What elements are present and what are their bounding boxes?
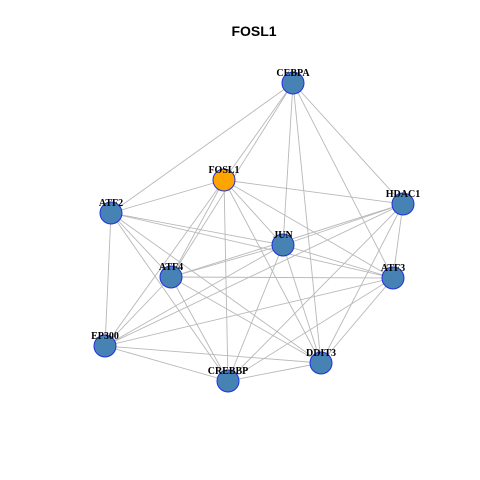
- edge-ep300-crebbp: [104, 345, 229, 382]
- edge-atf3-ddit3: [320, 277, 394, 364]
- node-label-fosl1: FOSL1: [208, 165, 239, 176]
- node-ep300[interactable]: [93, 334, 117, 358]
- edge-hdac1-ddit3: [320, 203, 404, 364]
- edge-cebpa-fosl1: [223, 82, 294, 181]
- edge-cebpa-atf3: [292, 82, 394, 279]
- node-label-hdac1: HDAC1: [386, 189, 420, 200]
- edge-hdac1-ep300: [104, 203, 404, 347]
- edge-jun-crebbp: [227, 244, 284, 382]
- edge-fosl1-hdac1: [223, 179, 404, 205]
- edge-cebpa-atf2: [110, 82, 294, 214]
- edge-atf2-jun: [110, 212, 284, 246]
- node-cebpa[interactable]: [281, 71, 305, 95]
- node-label-ep300: EP300: [91, 331, 119, 342]
- edge-atf4-ep300: [104, 276, 172, 347]
- edge-atf3-ep300: [104, 277, 394, 347]
- edge-crebbp-ddit3: [227, 362, 322, 382]
- node-ddit3[interactable]: [309, 351, 333, 375]
- edge-hdac1-jun: [282, 203, 404, 246]
- node-atf4[interactable]: [159, 265, 183, 289]
- edge-jun-ep300: [104, 244, 284, 347]
- node-hdac1[interactable]: [391, 192, 415, 216]
- node-crebbp[interactable]: [216, 369, 240, 393]
- node-atf2[interactable]: [99, 201, 123, 225]
- edge-atf2-atf3: [110, 212, 394, 279]
- edge-atf2-ddit3: [110, 212, 322, 364]
- node-jun[interactable]: [271, 233, 295, 257]
- edge-cebpa-jun: [282, 82, 294, 246]
- node-fosl1[interactable]: [212, 168, 236, 192]
- edge-layer: [104, 82, 404, 382]
- edge-atf4-crebbp: [170, 276, 229, 382]
- node-layer: [93, 71, 415, 393]
- node-label-cebpa: CEBPA: [276, 68, 310, 79]
- edge-atf3-crebbp: [227, 277, 394, 382]
- node-label-atf4: ATF4: [159, 262, 183, 273]
- edge-fosl1-jun: [223, 179, 284, 246]
- edge-ep300-ddit3: [104, 345, 322, 364]
- node-label-jun: JUN: [273, 230, 293, 241]
- edge-fosl1-crebbp: [223, 179, 229, 382]
- edge-cebpa-ddit3: [292, 82, 322, 364]
- edge-jun-atf3: [282, 244, 394, 279]
- edge-hdac1-crebbp: [227, 203, 404, 382]
- node-label-atf3: ATF3: [381, 263, 405, 274]
- edge-atf2-crebbp: [110, 212, 229, 382]
- edge-jun-ddit3: [282, 244, 322, 364]
- edge-atf4-atf3: [170, 276, 394, 279]
- edge-atf2-ep300: [104, 212, 112, 347]
- edge-fosl1-atf4: [170, 179, 225, 278]
- node-label-ddit3: DDIT3: [306, 348, 336, 359]
- edge-fosl1-ep300: [104, 179, 225, 347]
- edge-hdac1-atf3: [392, 203, 404, 279]
- edge-fosl1-atf2: [110, 179, 225, 214]
- node-atf3[interactable]: [381, 266, 405, 290]
- edge-cebpa-hdac1: [292, 82, 404, 205]
- graph-title: FOSL1: [231, 23, 276, 39]
- edge-atf2-atf4: [110, 212, 172, 278]
- edge-fosl1-atf3: [223, 179, 394, 279]
- node-label-atf2: ATF2: [99, 198, 123, 209]
- edge-atf4-ddit3: [170, 276, 322, 364]
- edge-jun-atf4: [170, 244, 284, 278]
- node-label-crebbp: CREBBP: [208, 366, 249, 377]
